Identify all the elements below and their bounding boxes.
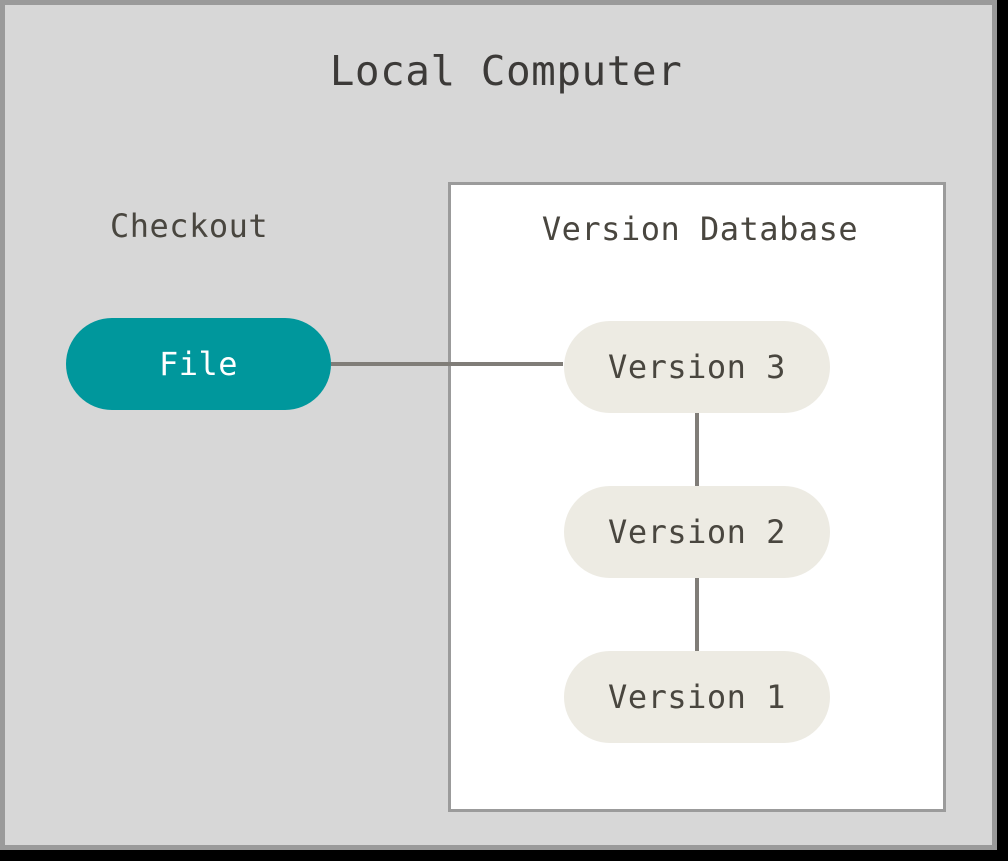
node-version-2[interactable]: Version 2 (564, 486, 830, 578)
node-version-1-label: Version 1 (608, 678, 786, 716)
version-database-title: Version Database (541, 210, 859, 248)
edge-version2-to-version1 (695, 578, 699, 651)
version-database-panel: Version Database Version 3 Version 2 Ver… (448, 182, 946, 812)
node-file[interactable]: File (66, 318, 331, 410)
node-version-1[interactable]: Version 1 (564, 651, 830, 743)
local-computer-frame: Local Computer Checkout File Version Dat… (0, 0, 997, 850)
node-version-2-label: Version 2 (608, 513, 786, 551)
node-version-3[interactable]: Version 3 (564, 321, 830, 413)
node-version-3-label: Version 3 (608, 348, 786, 386)
edge-version3-to-version2 (695, 413, 699, 486)
edge-file-to-version3 (331, 362, 563, 366)
checkout-label: Checkout (110, 207, 269, 245)
page-title: Local Computer (329, 47, 683, 95)
node-file-label: File (158, 345, 239, 383)
